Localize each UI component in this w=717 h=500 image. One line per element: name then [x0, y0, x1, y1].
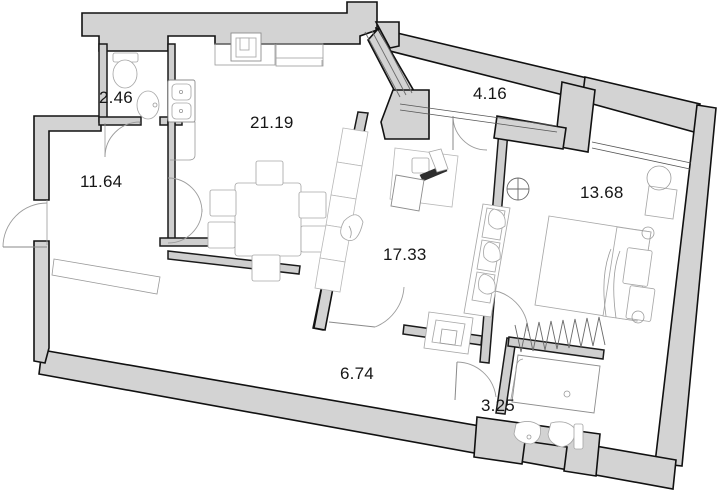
- window-bay-pane-3: [378, 29, 413, 94]
- wall-kitchen-bottom-a: [159, 237, 211, 247]
- wall-bay-pier: [380, 89, 430, 140]
- wardrobe-unit-2: [330, 161, 363, 200]
- cooktop-burner-icon: [239, 37, 250, 51]
- bedside-lamp-icon: [646, 165, 672, 191]
- dining-table-icon: [234, 182, 302, 257]
- area-label-hall: 11.64: [80, 172, 123, 191]
- window-hall-sill: [51, 258, 161, 295]
- area-label-balcony: 4.16: [473, 84, 507, 103]
- bathtub-icon: [511, 354, 601, 414]
- sofa-cushion-2: [483, 241, 501, 263]
- plant-icon: [340, 214, 364, 242]
- wall-wc-bottom-left: [98, 116, 142, 126]
- door-kitchen-arc-upper[interactable]: [167, 177, 203, 213]
- area-label-wc: 2.46: [99, 88, 133, 107]
- wc-fixtures: [112, 52, 160, 120]
- plant-stem-icon: [348, 225, 352, 239]
- bathtub-drain-icon: [563, 390, 571, 398]
- washbasin-tap-icon: [152, 102, 158, 108]
- window-bedroom-inner: [591, 147, 691, 170]
- living-fixtures: [314, 127, 530, 355]
- washbasin-drain-icon: [526, 434, 532, 440]
- washbasin-bath-icon: [513, 421, 541, 445]
- bathroom-fixtures: [510, 316, 606, 450]
- window-bedroom-outer: [591, 141, 692, 164]
- desk-monitor-icon: [428, 148, 449, 173]
- kitchen-counter-icon: [170, 121, 196, 161]
- window-bay-pane-2: [371, 30, 407, 96]
- armchair-seat-icon: [431, 319, 466, 347]
- sink-bowl-1-icon: [171, 83, 192, 101]
- door-living-arc[interactable]: [374, 286, 405, 328]
- window-loggia-outer: [399, 103, 558, 127]
- dining-chair-right-1: [298, 191, 327, 219]
- bed-fold-1: [603, 248, 612, 317]
- sink-bowl-2-icon: [171, 102, 192, 120]
- washbasin-wc-icon: [136, 90, 160, 120]
- sofa-cushion-1: [488, 208, 506, 230]
- toilet-cistern-bath-icon: [573, 423, 584, 450]
- area-label-corridor: 6.74: [340, 364, 374, 383]
- bathtub-inner-icon: [510, 358, 524, 400]
- dining-chair-bottom: [251, 254, 281, 282]
- ceiling-light-cross-icon: [507, 178, 529, 200]
- door-bathroom-leaf[interactable]: [454, 361, 458, 401]
- armchair-cushion-icon: [439, 328, 458, 346]
- window-bay-pane-1: [364, 31, 401, 98]
- kitchen-fixtures: [167, 32, 329, 282]
- doors: [2, 115, 529, 401]
- pillow-1-icon: [622, 247, 653, 287]
- door-entrance-arc[interactable]: [2, 202, 48, 248]
- door-loggia-arc[interactable]: [452, 115, 488, 151]
- wall-kitchen-hall: [167, 119, 176, 245]
- radiator-icon: [514, 316, 606, 353]
- desk-paper-icon: [411, 157, 430, 174]
- bedroom-fixtures: [534, 165, 678, 324]
- windows: [51, 29, 692, 295]
- dining-chair-top: [255, 160, 284, 186]
- nightstand-1-icon: [644, 185, 678, 220]
- toilet-bowl-icon: [112, 59, 138, 89]
- wall-bay-head: [374, 21, 400, 49]
- toilet-bath-icon: [547, 421, 576, 448]
- dining-chair-left-1: [209, 189, 237, 217]
- door-living-leaf[interactable]: [328, 321, 376, 328]
- sofa-cushion-3: [478, 273, 496, 295]
- door-kitchen-arc-lower[interactable]: [167, 208, 203, 244]
- door-bathroom-arc[interactable]: [456, 361, 497, 398]
- bed-fold-2: [613, 250, 621, 319]
- nightstand-knob-2-icon: [631, 310, 645, 324]
- door-wc-arc[interactable]: [104, 121, 141, 158]
- wall-left-lower: [33, 240, 50, 364]
- window-loggia-inner: [399, 109, 558, 133]
- wall-wc-left: [98, 43, 108, 123]
- dining-chair-left-2: [207, 221, 236, 249]
- nightstand-knob-1-icon: [641, 226, 655, 240]
- area-label-kitchen: 21.19: [250, 113, 294, 132]
- wall-right-exterior: [654, 104, 717, 467]
- wall-bathroom-top: [507, 336, 605, 360]
- wardrobe-unit-5: [314, 257, 346, 293]
- pillow-2-icon: [625, 285, 656, 322]
- sink-drain-1-icon: [178, 90, 183, 95]
- kitchen-counter-top-b: [275, 43, 324, 67]
- desk-chair-icon: [390, 174, 425, 212]
- wardrobe-unit-1: [336, 127, 369, 167]
- area-label-bathroom: 3.25: [481, 396, 515, 415]
- area-label-living: 17.33: [383, 245, 427, 264]
- wall-top-right-corner: [581, 76, 701, 133]
- sink-drain-2-icon: [178, 109, 183, 114]
- area-label-bedroom: 13.68: [580, 183, 624, 202]
